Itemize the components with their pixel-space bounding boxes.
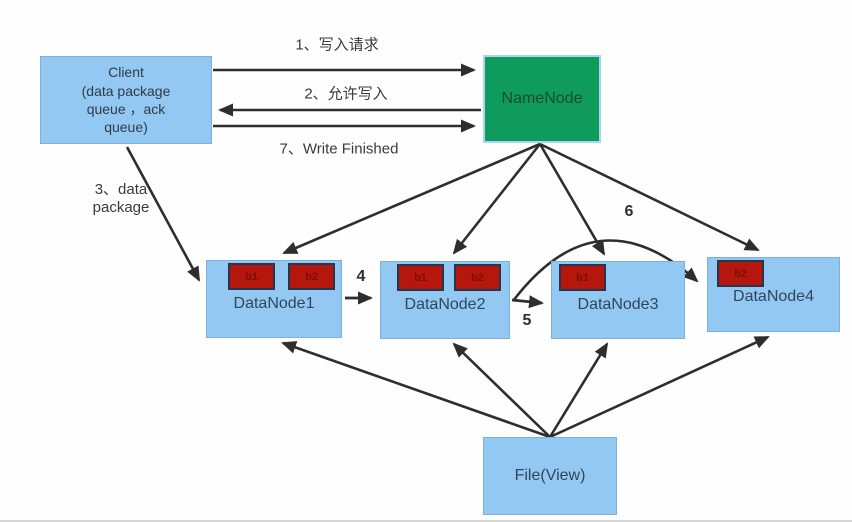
arrow-file-datanode1 xyxy=(281,341,551,439)
arrow-namenode-datanode4 xyxy=(539,142,760,252)
arrow-namenode-datanode3 xyxy=(538,143,606,256)
node-file-view: File(View) xyxy=(483,437,617,515)
arrow-file-datanode3 xyxy=(548,342,609,438)
block-b1-icon: b1 xyxy=(559,264,606,291)
block-row: b1 b2 xyxy=(381,264,509,291)
arrow-namenode-datanode1 xyxy=(282,142,541,255)
label-write-request: 1、写入请求 xyxy=(295,36,379,54)
block-b2-icon: b2 xyxy=(454,264,501,291)
arrow-namenode-datanode2 xyxy=(452,143,542,255)
block-row: b2 xyxy=(708,260,839,287)
block-row: b1 xyxy=(552,264,684,291)
label-write-finished: 7、Write Finished xyxy=(279,140,399,158)
node-client: Client (data package queue ，ack queue) xyxy=(40,56,212,144)
datanode4-label: DataNode4 xyxy=(733,288,814,305)
block-b2-icon: b2 xyxy=(288,263,335,290)
node-datanode1: b1 b2 DataNode1 xyxy=(206,260,342,338)
node-datanode4: b2 DataNode4 xyxy=(707,257,840,332)
block-row: b1 b2 xyxy=(207,263,341,290)
block-b1-icon: b1 xyxy=(397,264,444,291)
label-step5: 5 xyxy=(522,312,532,329)
datanode1-label: DataNode1 xyxy=(233,295,315,312)
bottom-divider xyxy=(0,520,852,522)
block-b2-icon: b2 xyxy=(717,260,764,287)
arrow-datanode2-datanode3 xyxy=(511,295,544,309)
block-b1-icon: b1 xyxy=(228,263,275,290)
arrow-data-package xyxy=(125,146,201,282)
node-datanode3: b1 DataNode3 xyxy=(551,261,685,339)
label-step4: 4 xyxy=(356,268,366,285)
node-namenode: NameNode xyxy=(483,55,601,143)
label-data-package: 3、data package xyxy=(92,181,150,216)
label-step6: 6 xyxy=(624,203,634,220)
datanode3-label: DataNode3 xyxy=(577,296,659,313)
datanode2-label: DataNode2 xyxy=(404,296,486,313)
node-datanode2: b1 b2 DataNode2 xyxy=(380,261,510,339)
arrow-file-datanode2 xyxy=(452,342,551,438)
label-allow-write: 2、允许写入 xyxy=(304,85,388,103)
arrow-file-datanode4 xyxy=(549,335,770,439)
